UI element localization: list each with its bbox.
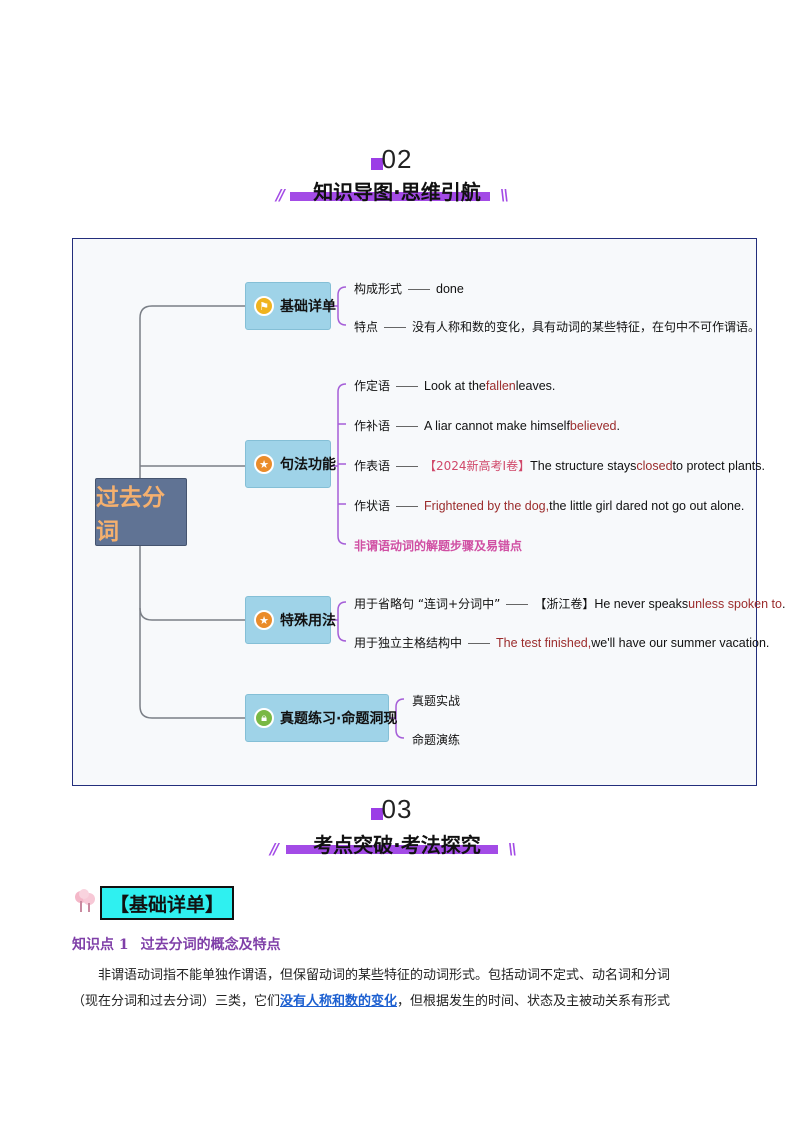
mind-map-root: 过去分词 — [95, 478, 187, 546]
branch-label: 真题练习·命题洞现 — [280, 711, 398, 727]
connector-root-b4 — [139, 608, 245, 719]
section-02-title: 知识导图·思维引航 — [313, 180, 481, 204]
slash-right: \\ — [500, 186, 509, 204]
leaf-predicative: 作表语【2024新高考Ⅰ卷】The structure staysclosedt… — [354, 459, 765, 473]
branch-exam-practice: 🔒︎ 真题练习·命题洞现 — [245, 694, 397, 742]
leaf-elliptical: 用于省略句 “连词+分词中”【浙江卷】He never speaksunless… — [354, 597, 786, 611]
highlight-link[interactable]: 没有人称和数的变化 — [280, 994, 398, 1009]
basic-list-title: 【基础详单】 — [100, 886, 235, 920]
star-icon: ★ — [254, 454, 274, 474]
connector-b4-leaves — [395, 698, 405, 739]
section-03-title: 考点突破·考法探究 — [313, 833, 481, 857]
section-number-marker — [371, 158, 383, 170]
lock-icon: 🔒︎ — [254, 708, 274, 728]
leaf-features: 特点没有人称和数的变化，具有动词的某些特征，在句中不可作谓语。 — [354, 320, 761, 334]
branch-label: 基础详单 — [280, 299, 336, 315]
knowledge-point-title: 知识点 1 过去分词的概念及特点 — [72, 934, 281, 954]
slash-right: \\ — [508, 840, 517, 858]
paragraph-line-2: （现在分词和过去分词）三类，它们没有人称和数的变化，但根据发生的时间、状态及主被… — [72, 994, 671, 1009]
paragraph-line-1: 非谓语动词指不能单独作谓语，但保留动词的某些特征的动词形式。包括动词不定式、动名… — [98, 968, 671, 983]
knowledge-point-label: 知识点 1 — [72, 937, 129, 953]
branch-special-usage: ★ 特殊用法 — [245, 596, 336, 644]
knowledge-point-text: 过去分词的概念及特点 — [140, 937, 281, 953]
leaf-solving-steps-link[interactable]: 非谓语动词的解题步骤及易错点 — [354, 539, 523, 553]
slash-left: // — [270, 840, 279, 858]
branch-basic-list: ⚑ 基础详单 — [245, 282, 336, 330]
section-number-marker — [371, 808, 383, 820]
section-02-number: 02 — [381, 144, 413, 174]
leaf-proposition-drill: 命题演练 — [412, 733, 461, 747]
section-title-underline — [286, 845, 498, 854]
star-icon: ★ — [254, 610, 274, 630]
slash-left: // — [276, 186, 285, 204]
branch-syntax-function: ★ 句法功能 — [245, 440, 336, 488]
branch-label: 句法功能 — [280, 457, 336, 473]
connector-root-b3 — [139, 546, 245, 621]
leaf-real-exam: 真题实战 — [412, 694, 461, 708]
connector-root-b1 — [139, 305, 245, 478]
branch-label: 特殊用法 — [280, 613, 336, 629]
connector-b3-leaves — [337, 601, 347, 642]
flag-icon: ⚑ — [254, 296, 274, 316]
connector-b1-leaves — [337, 286, 347, 326]
section-title-underline — [290, 192, 490, 201]
section-03-number: 03 — [381, 794, 413, 824]
tree-icon — [75, 889, 95, 912]
